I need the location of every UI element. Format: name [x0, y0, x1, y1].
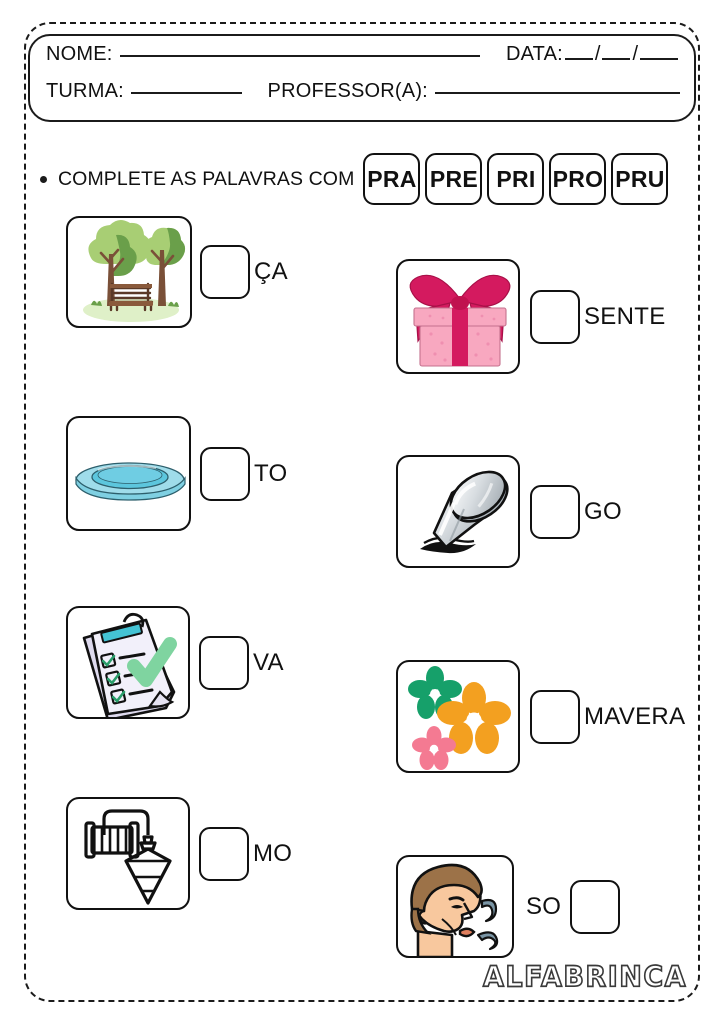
syllable-bank: PRA PRE PRI PRO PRU — [363, 153, 669, 205]
syllable-option-pra[interactable]: PRA — [363, 153, 421, 205]
date-separator-2: / — [632, 43, 638, 65]
answer-box-prumo[interactable] — [199, 826, 249, 881]
clipboard-checklist-image — [66, 606, 190, 719]
answer-box-prego[interactable] — [530, 484, 580, 539]
word-part-prova: VA — [253, 648, 284, 676]
professor-label: PROFESSOR(A): — [267, 80, 428, 102]
answer-box-presente[interactable] — [530, 289, 580, 344]
professor-input-line[interactable] — [434, 92, 680, 94]
turma-label: TURMA: — [46, 80, 124, 102]
instruction-row: COMPLETE AS PALAVRAS COM PRA PRE PRI PRO… — [40, 152, 690, 206]
date-month-slot[interactable] — [602, 58, 631, 60]
park-bench-trees-image — [66, 216, 192, 328]
flowers-illustration — [408, 666, 511, 770]
header-row-class-teacher: TURMA: PROFESSOR(A): — [46, 80, 680, 103]
flowers-image — [396, 660, 520, 773]
word-part-praca: ÇA — [254, 258, 288, 285]
exercise-item-primavera: MAVERA — [396, 660, 685, 773]
nome-label: NOME: — [46, 43, 113, 65]
face-blowing-illustration — [410, 863, 499, 956]
syllable-option-pri[interactable]: PRI — [487, 153, 545, 205]
data-label: DATA: — [505, 43, 563, 65]
bullet-icon — [40, 175, 47, 183]
date-field-group[interactable]: DATA: / / — [506, 43, 680, 66]
word-part-prego: GO — [584, 497, 622, 525]
plumb-bob-illustration — [84, 809, 172, 905]
date-year-slot[interactable] — [640, 58, 678, 60]
park-illustration — [83, 219, 186, 322]
syllable-option-pre[interactable]: PRE — [425, 153, 483, 205]
exercise-item-prova: VA — [66, 606, 284, 719]
plumb-bob-image — [66, 797, 190, 910]
face-blowing-image — [396, 855, 514, 958]
plate-illustration — [75, 462, 186, 501]
nail-illustration — [420, 470, 509, 554]
word-part-presente: SENTE — [584, 302, 666, 330]
word-lead-sopro: SO — [526, 892, 562, 920]
answer-box-sopro[interactable] — [570, 879, 621, 934]
gift-illustration — [409, 274, 511, 367]
clipboard-illustration — [82, 612, 177, 717]
date-separator-1: / — [594, 43, 601, 65]
nail-image — [396, 455, 520, 568]
page-border — [24, 22, 700, 1002]
exercise-item-presente: SENTE — [396, 259, 666, 374]
exercise-item-sopro: SO — [396, 855, 621, 958]
answer-box-primavera[interactable] — [530, 689, 580, 744]
instruction-text: COMPLETE AS PALAVRAS COM — [58, 167, 355, 190]
turma-input-line[interactable] — [130, 92, 242, 94]
answer-box-prato[interactable] — [200, 446, 250, 501]
exercise-item-prato: TO — [66, 416, 288, 531]
word-part-primavera: MAVERA — [584, 702, 686, 730]
answer-box-praca[interactable] — [200, 245, 250, 299]
plate-image — [66, 416, 191, 531]
student-info-card: NOME: DATA: / / TURMA: PROFESSOR(A): — [28, 34, 696, 122]
date-day-slot[interactable] — [564, 58, 593, 60]
answer-box-prova[interactable] — [199, 635, 249, 690]
nome-input-line[interactable] — [119, 55, 480, 57]
exercise-item-prego: GO — [396, 455, 622, 568]
syllable-option-pru[interactable]: PRU — [611, 153, 669, 205]
syllable-option-pro[interactable]: PRO — [549, 153, 607, 205]
watermark-logo: ALFABRINCA — [482, 960, 688, 994]
exercise-item-prumo: MO — [66, 797, 292, 910]
word-part-prato: TO — [254, 459, 288, 487]
word-part-prumo: MO — [253, 839, 293, 867]
header-row-name-date: NOME: DATA: / / — [46, 43, 680, 66]
gift-box-image — [396, 259, 520, 374]
exercise-item-praca: ÇA — [66, 216, 288, 328]
